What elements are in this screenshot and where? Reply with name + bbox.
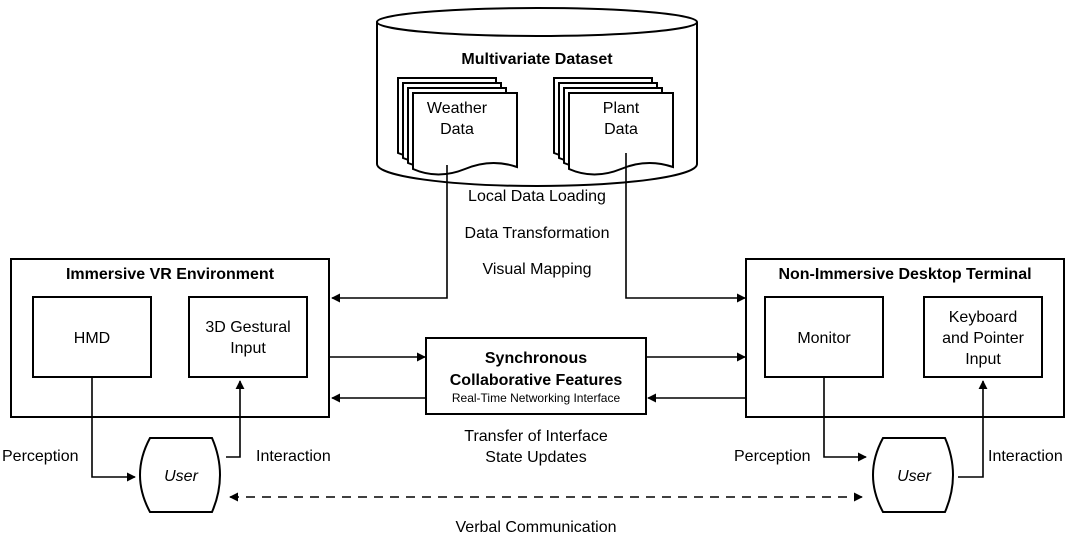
verbal-communication-label: Verbal Communication (456, 519, 617, 536)
monitor-label: Monitor (797, 330, 851, 347)
arrow-plant-to-desktop (625, 153, 746, 303)
arrow-user-interaction-right (958, 380, 988, 478)
transfer-label-line2: State Updates (485, 449, 586, 466)
weather-data-label-line1: Weather (427, 100, 488, 117)
interaction-right-label: Interaction (988, 448, 1063, 465)
keyboard-pointer-label-line1: Keyboard (949, 309, 1018, 326)
user-left-label: User (164, 468, 198, 485)
vr-environment-title: Immersive VR Environment (66, 266, 275, 283)
gestural-input-label-line2: Input (230, 340, 266, 357)
weather-data-document: Weather Data (397, 77, 518, 176)
pipeline-visual-mapping: Visual Mapping (482, 261, 591, 278)
sync-title-line2: Collaborative Features (450, 372, 623, 389)
sync-subtitle: Real-Time Networking Interface (452, 391, 621, 405)
arrow-monitor-perception (823, 377, 867, 462)
keyboard-pointer-label-line2: and Pointer (942, 330, 1025, 347)
perception-right-label: Perception (734, 448, 811, 465)
sync-title-line1: Synchronous (485, 350, 587, 367)
hmd-box (32, 296, 152, 378)
desktop-terminal-box: Non-Immersive Desktop Terminal Monitor K… (745, 258, 1065, 418)
user-left: User (139, 437, 221, 513)
interaction-left-label: Interaction (256, 448, 331, 465)
user-right: User (872, 437, 954, 513)
user-right-label: User (897, 468, 931, 485)
arrow-hmd-perception (91, 377, 136, 482)
transfer-label-line1: Transfer of Interface (464, 428, 608, 445)
monitor-box (764, 296, 884, 378)
keyboard-pointer-label-line3: Input (965, 351, 1001, 368)
pipeline-data-transformation: Data Transformation (465, 225, 610, 242)
synchronous-collaborative-box: Synchronous Collaborative Features Real-… (425, 337, 647, 415)
desktop-terminal-title: Non-Immersive Desktop Terminal (778, 266, 1031, 283)
arrow-weather-to-vr (331, 165, 448, 303)
perception-left-label: Perception (2, 448, 79, 465)
weather-data-label-line2: Data (440, 121, 474, 138)
gestural-input-box (188, 296, 308, 378)
gestural-input-label-line1: 3D Gestural (205, 319, 290, 336)
pipeline-local-data-loading: Local Data Loading (468, 188, 606, 205)
plant-data-label-line2: Data (604, 121, 638, 138)
plant-data-document: Plant Data (553, 77, 674, 176)
dataset-title: Multivariate Dataset (461, 51, 613, 68)
hmd-label: HMD (74, 330, 110, 347)
immersive-vr-environment-box: Immersive VR Environment HMD 3D Gestural… (10, 258, 330, 418)
arrow-user-interaction-left (226, 380, 245, 458)
keyboard-pointer-box (923, 296, 1043, 378)
plant-data-label-line1: Plant (603, 100, 640, 117)
